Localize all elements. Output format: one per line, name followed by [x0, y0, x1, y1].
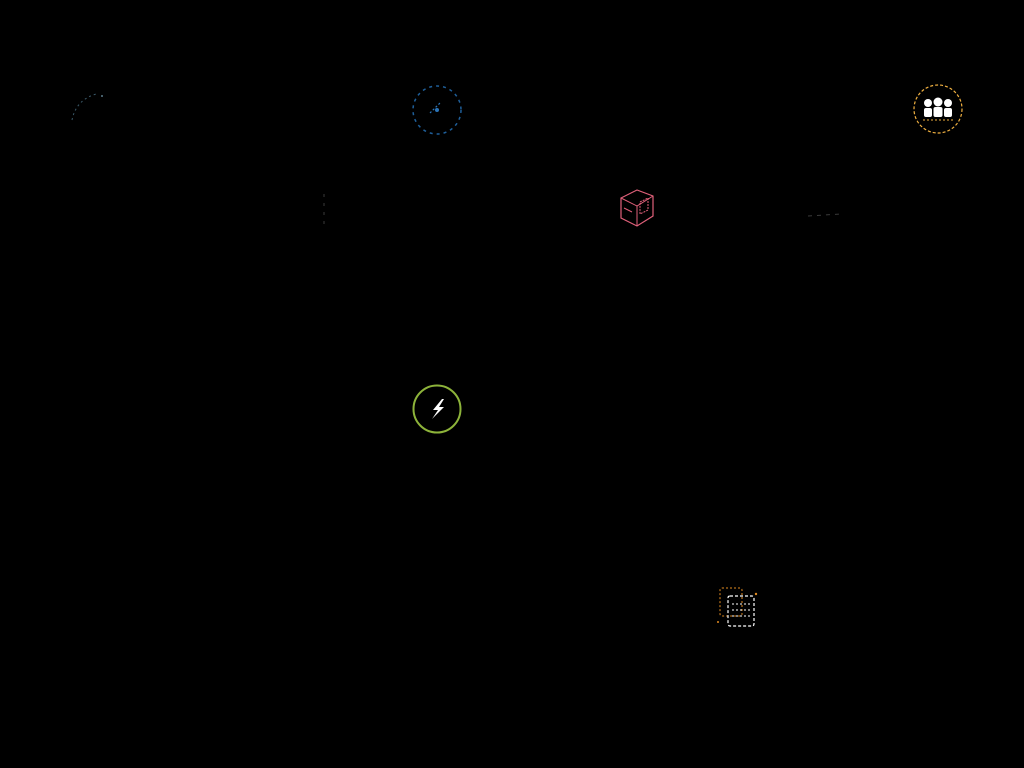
- blue-dashed-ring-icon[interactable]: [410, 83, 464, 137]
- dim-dash-icon[interactable]: [806, 204, 842, 217]
- faint-arc-icon[interactable]: [66, 86, 118, 138]
- dim-line-icon[interactable]: [322, 192, 326, 228]
- lightning-icon[interactable]: [411, 383, 463, 435]
- server-stack-icon[interactable]: [710, 582, 762, 634]
- pink-cube-icon[interactable]: [614, 184, 660, 232]
- people-group-icon[interactable]: [911, 82, 965, 136]
